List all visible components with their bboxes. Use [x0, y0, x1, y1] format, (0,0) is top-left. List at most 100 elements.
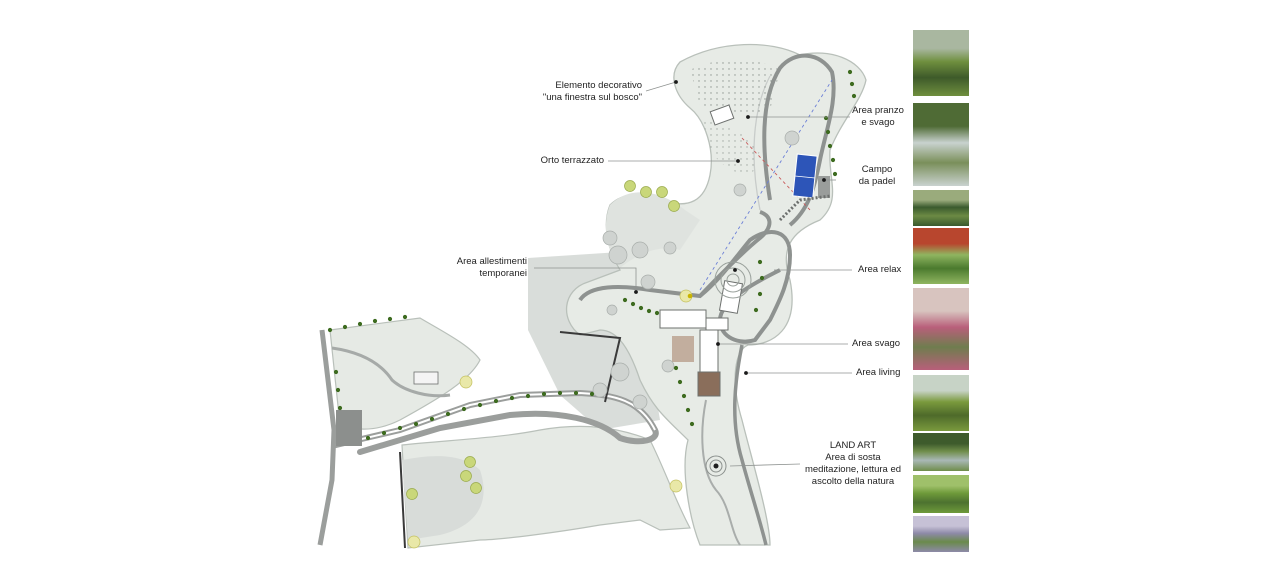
grey-tree — [602, 230, 618, 246]
padel-pavilion — [818, 176, 830, 198]
light-tree — [460, 470, 472, 482]
tree — [461, 406, 467, 412]
tree — [825, 129, 831, 135]
tree — [397, 425, 403, 431]
tree — [429, 416, 435, 422]
photo-landart-2 — [913, 475, 969, 513]
orto-terrace-2 — [702, 118, 760, 175]
tree — [827, 143, 833, 149]
label-living: Area living — [856, 367, 901, 378]
tree — [387, 316, 393, 322]
light-tree — [624, 180, 636, 192]
photo-padel — [913, 190, 969, 226]
photo-landart-1 — [913, 433, 969, 471]
tree — [685, 407, 691, 413]
relax-mound — [714, 261, 752, 299]
grey-tree — [640, 274, 656, 290]
grey-tree — [733, 183, 747, 197]
tree — [589, 391, 595, 397]
grey-tree-canopies — [592, 130, 800, 410]
light-tree — [406, 488, 418, 500]
grey-tree — [610, 362, 630, 382]
tree — [677, 379, 683, 385]
padel-court — [792, 153, 818, 199]
tree — [638, 305, 644, 311]
inner-drive — [331, 346, 451, 398]
tree — [365, 435, 371, 441]
tree — [823, 115, 829, 121]
south-path-inner — [701, 399, 741, 546]
central-drive — [698, 210, 772, 298]
tree — [622, 297, 628, 303]
label-allestimenti: Area allestimenti temporanei — [456, 256, 527, 279]
label-landart: LAND ART Area di sosta meditazione, lett… — [804, 440, 902, 487]
tree — [327, 327, 333, 333]
light-tree — [656, 186, 668, 198]
grey-tree — [631, 241, 649, 259]
blossom-trees — [407, 289, 693, 549]
tree — [757, 291, 763, 297]
tree — [646, 308, 652, 314]
north-track — [762, 53, 836, 227]
finestra-element — [709, 104, 735, 126]
tree — [851, 93, 857, 99]
tree — [413, 421, 419, 427]
tree — [573, 390, 579, 396]
tree — [654, 310, 660, 316]
tree — [681, 393, 687, 399]
grey-tree — [606, 304, 618, 316]
tree — [509, 395, 515, 401]
parking — [778, 194, 831, 222]
tree-rows — [327, 69, 857, 500]
tree — [757, 259, 763, 265]
kiosk — [413, 371, 439, 385]
light-tree — [640, 186, 652, 198]
axis-blue — [699, 79, 833, 291]
photo-landart-3 — [913, 516, 969, 552]
grey-tree — [663, 241, 677, 255]
axis-red — [741, 137, 811, 211]
main-building — [659, 280, 744, 397]
tree — [849, 81, 855, 87]
boundary-road — [317, 329, 337, 546]
blossom-tree — [459, 375, 473, 389]
label-pranzo: Area pranzo e svago — [852, 105, 904, 128]
tree — [753, 307, 759, 313]
label-relax: Area relax — [858, 264, 902, 275]
grey-tree — [608, 245, 628, 265]
tree — [402, 314, 408, 320]
label-padel: Campo da padel — [858, 164, 896, 187]
access-road-edge — [335, 391, 656, 446]
grey-tree — [661, 359, 675, 373]
blossom-tree — [669, 479, 683, 493]
tree — [372, 318, 378, 324]
blossom-tree — [407, 535, 421, 549]
tree — [557, 390, 563, 396]
west-meadow — [329, 317, 481, 430]
tree — [830, 157, 836, 163]
tree — [337, 405, 343, 411]
south-meadow — [401, 425, 691, 549]
tree — [759, 275, 765, 281]
tree — [673, 365, 679, 371]
grey-tree — [592, 382, 608, 398]
photo-finestra — [913, 30, 969, 96]
orto-terrace — [690, 59, 780, 115]
tree — [525, 393, 531, 399]
label-svago: Area svago — [852, 338, 901, 349]
small-block — [336, 410, 362, 446]
tree — [493, 398, 499, 404]
land-art-spiral — [705, 455, 727, 477]
tree — [381, 430, 387, 436]
photo-relax — [913, 228, 969, 284]
light-tree — [470, 482, 482, 494]
leader-lines — [534, 81, 852, 467]
tree — [335, 387, 341, 393]
tree — [832, 171, 838, 177]
south-path — [733, 344, 768, 546]
plot-boundary — [399, 331, 622, 549]
tree — [445, 411, 451, 417]
photo-svago — [913, 288, 969, 370]
